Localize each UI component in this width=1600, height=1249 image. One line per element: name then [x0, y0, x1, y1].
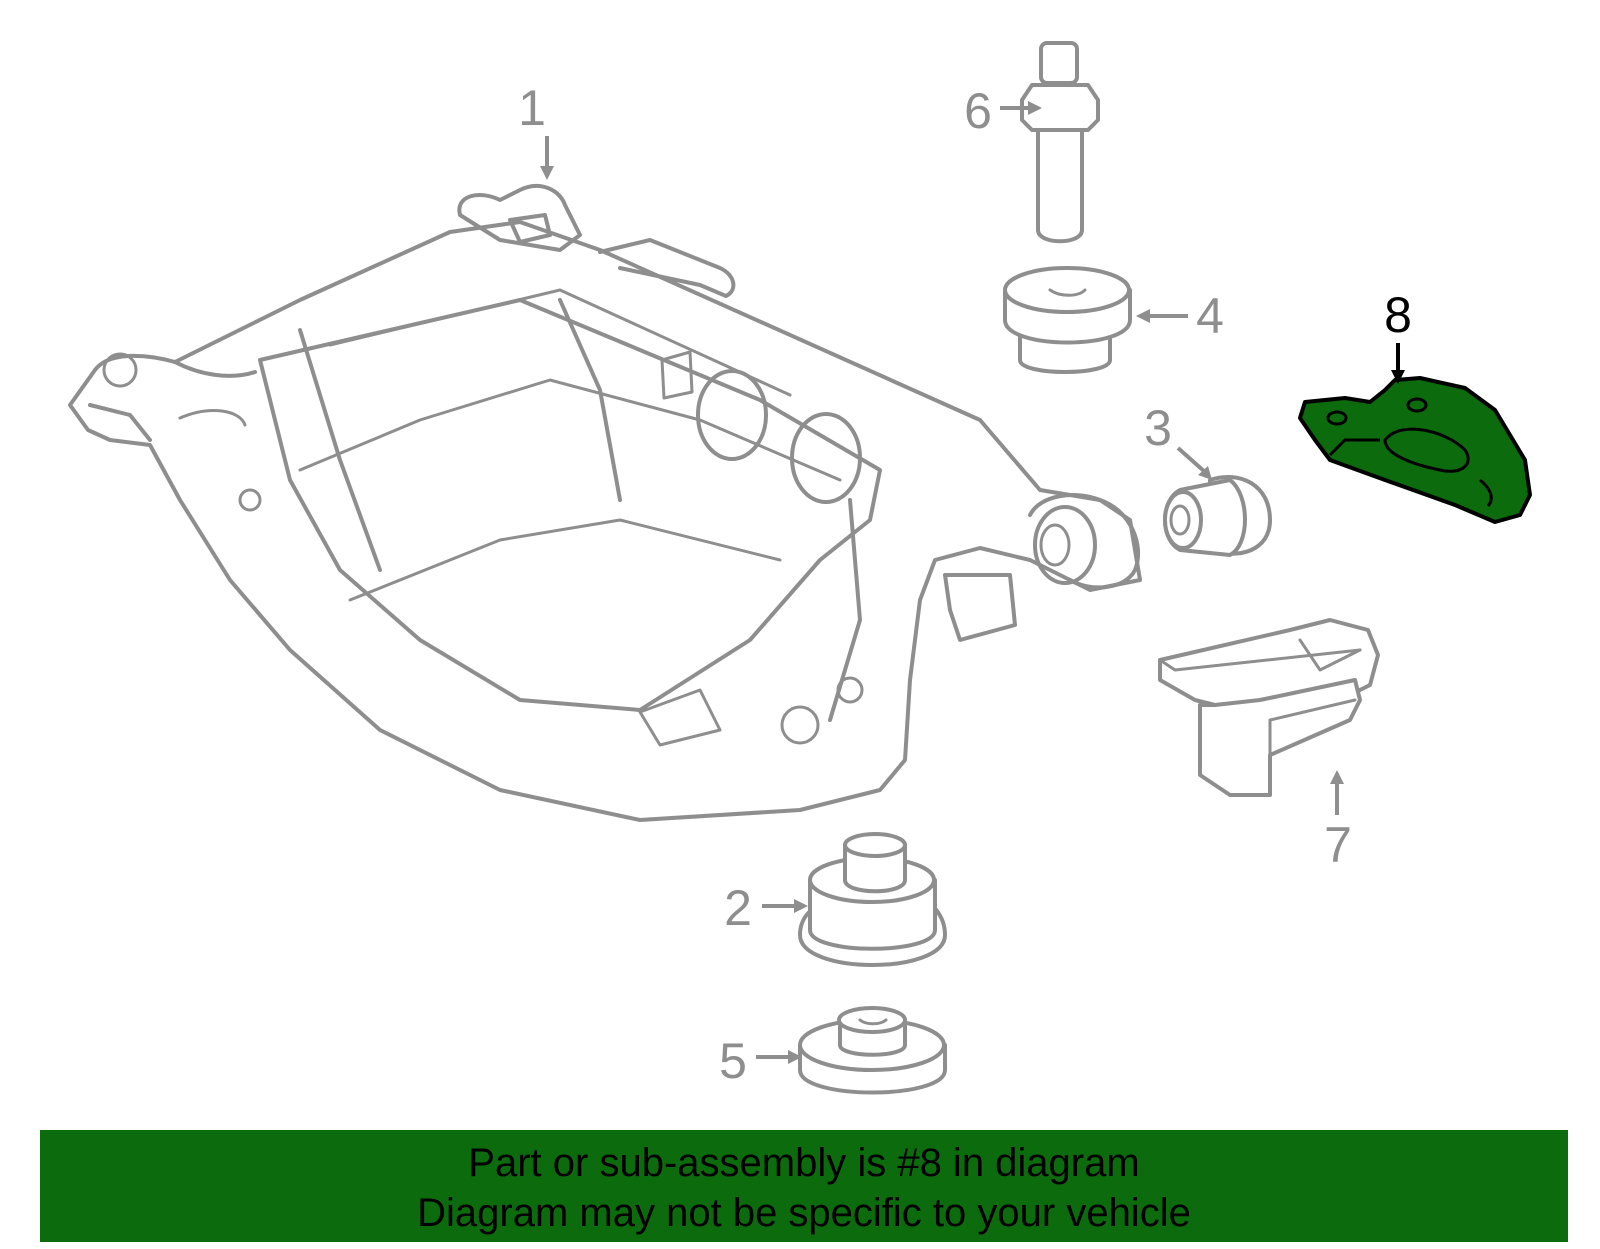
callout-label-6: 6 — [964, 83, 992, 139]
callout-3: 3 — [1144, 400, 1212, 480]
part-3-bushing[interactable] — [1163, 474, 1272, 557]
callout-2: 2 — [724, 880, 808, 936]
callout-label-1: 1 — [518, 80, 546, 136]
callout-6: 6 — [964, 83, 1042, 139]
callout-label-8: 8 — [1384, 287, 1412, 343]
callout-7: 7 — [1324, 770, 1352, 873]
part-7-bracket[interactable] — [1158, 618, 1380, 797]
callout-label-2: 2 — [724, 880, 752, 936]
part-2-insulator[interactable] — [798, 832, 947, 967]
part-4-insulator[interactable] — [1003, 266, 1132, 374]
callout-label-4: 4 — [1196, 288, 1224, 344]
callout-1: 1 — [518, 80, 554, 180]
info-banner: Part or sub-assembly is #8 in diagram Di… — [40, 1130, 1568, 1242]
part-1-subframe[interactable] — [68, 184, 1142, 822]
callout-label-3: 3 — [1144, 400, 1172, 456]
part-6-bolt[interactable] — [1020, 41, 1100, 244]
banner-line-1: Part or sub-assembly is #8 in diagram — [468, 1141, 1140, 1185]
callout-label-5: 5 — [719, 1033, 747, 1089]
parts-diagram: 1 6 4 3 8 7 2 5 — [68, 41, 1532, 1095]
part-5-insulator[interactable] — [798, 1006, 947, 1095]
callout-8: 8 — [1384, 287, 1412, 384]
part-8-bracket[interactable] — [1298, 376, 1532, 524]
callout-label-7: 7 — [1324, 817, 1352, 873]
callout-5: 5 — [719, 1033, 802, 1089]
banner-line-2: Diagram may not be specific to your vehi… — [417, 1191, 1191, 1235]
callout-4: 4 — [1136, 288, 1224, 344]
